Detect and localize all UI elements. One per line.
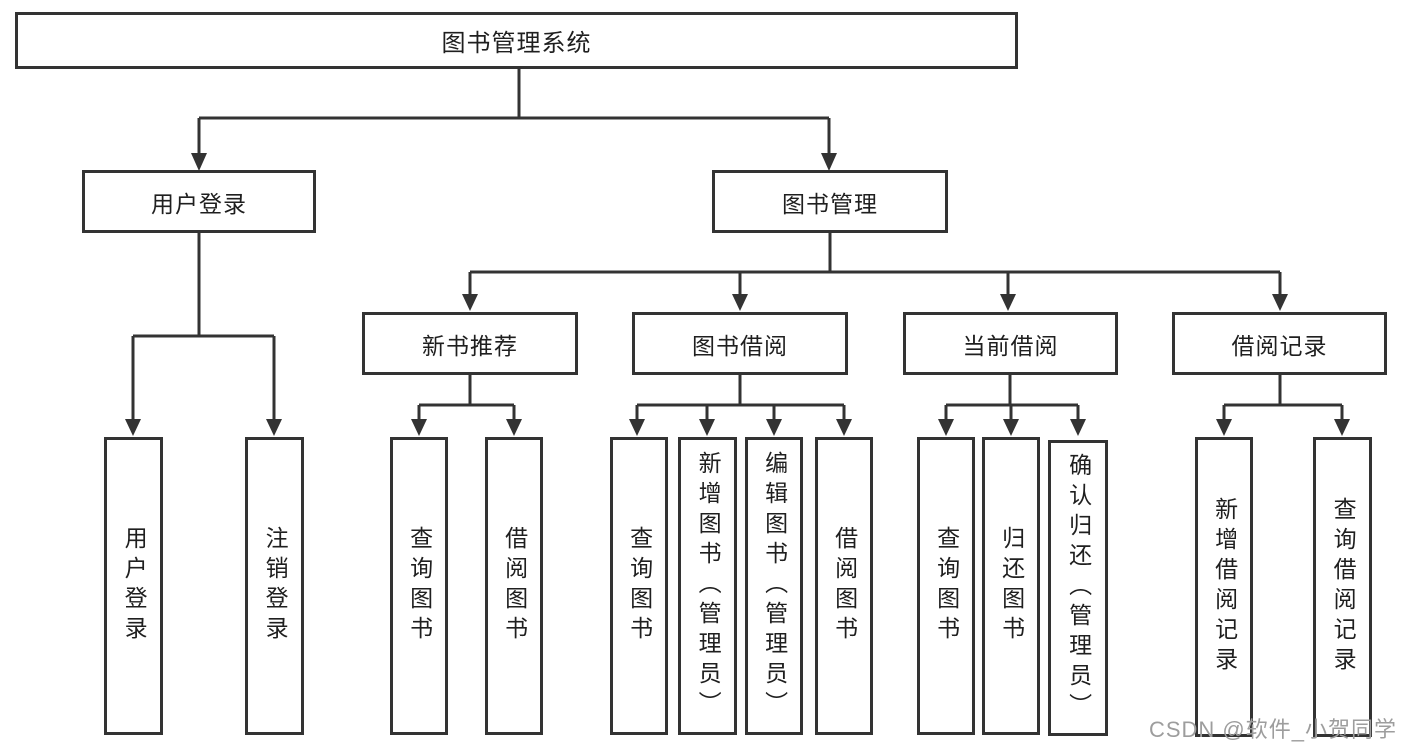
node-label: 借阅图书 (831, 526, 858, 646)
node-label: 用户登录 (151, 190, 247, 217)
node-new-book-recommend: 新书推荐 (362, 312, 578, 375)
node-label: 查询图书 (626, 526, 653, 646)
node-label: 编辑图书（管理员） (761, 451, 788, 721)
csdn-watermark: CSDN @软件_小贺同学 (1148, 717, 1397, 742)
leaf-add-borrow-record: 新增借阅记录 (1195, 437, 1253, 737)
node-label: 归还图书 (998, 526, 1025, 646)
node-library-management-system: 图书管理系统 (15, 12, 1018, 69)
leaf-return-books: 归还图书 (982, 437, 1040, 735)
leaf-borrowing-borrow-books: 借阅图书 (815, 437, 873, 735)
leaf-edit-book-admin: 编辑图书（管理员） (745, 437, 803, 735)
node-user-login-branch: 用户登录 (82, 170, 316, 233)
leaf-user-login: 用户登录 (104, 437, 163, 735)
node-label: 借阅图书 (501, 526, 528, 646)
node-label: 新增借阅记录 (1211, 497, 1238, 677)
node-book-management-branch: 图书管理 (712, 170, 948, 233)
node-label: 用户登录 (121, 526, 148, 646)
node-label: 图书借阅 (692, 332, 788, 359)
node-label: 图书管理系统 (441, 30, 592, 57)
node-label: 新书推荐 (422, 332, 518, 359)
leaf-query-borrow-record: 查询借阅记录 (1313, 437, 1372, 737)
node-label: 新增图书（管理员） (695, 451, 722, 721)
node-label: 查询图书 (406, 526, 433, 646)
leaf-add-book-admin: 新增图书（管理员） (678, 437, 737, 735)
node-label: 注销登录 (262, 526, 289, 646)
leaf-confirm-return-admin: 确认归还（管理员） (1048, 440, 1108, 736)
leaf-current-query-books: 查询图书 (917, 437, 975, 735)
node-label: 图书管理 (782, 190, 878, 217)
leaf-borrowing-query-books: 查询图书 (610, 437, 668, 735)
node-label: 查询借阅记录 (1330, 497, 1357, 677)
node-label: 当前借阅 (962, 332, 1059, 359)
node-current-borrowing: 当前借阅 (903, 312, 1118, 375)
leaf-logout: 注销登录 (245, 437, 304, 735)
leaf-recommend-query-books: 查询图书 (390, 437, 448, 735)
node-book-borrowing: 图书借阅 (632, 312, 848, 375)
node-label: 查询图书 (933, 526, 960, 646)
node-label: 借阅记录 (1231, 332, 1328, 359)
node-label: 确认归还（管理员） (1065, 453, 1092, 723)
node-borrowing-records: 借阅记录 (1172, 312, 1387, 375)
leaf-recommend-borrow-books: 借阅图书 (485, 437, 543, 735)
